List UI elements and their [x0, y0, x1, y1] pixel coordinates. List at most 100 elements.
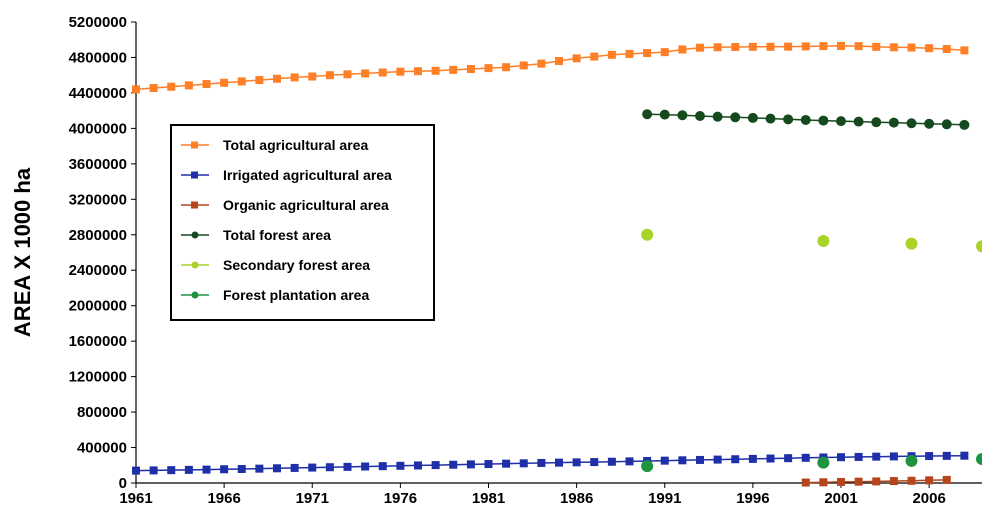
data-point — [149, 84, 158, 93]
legend-label: Total agricultural area — [223, 137, 368, 153]
series-5 — [641, 453, 982, 473]
data-point — [678, 456, 687, 465]
legend-marker — [191, 171, 198, 179]
data-point — [308, 463, 317, 472]
data-point — [872, 452, 881, 461]
data-point — [817, 234, 830, 247]
data-point — [905, 237, 918, 250]
data-point — [925, 452, 934, 461]
data-point — [202, 80, 211, 89]
x-tick-label: 2001 — [824, 490, 857, 506]
data-point — [801, 42, 810, 51]
data-point — [871, 117, 882, 128]
data-point — [907, 476, 916, 485]
data-point — [783, 114, 794, 125]
data-point — [572, 458, 581, 467]
y-ticks: 0400000800000120000016000002000000240000… — [69, 14, 136, 492]
data-point — [660, 456, 669, 465]
data-point — [220, 78, 229, 87]
legend-item: Secondary forest area — [181, 257, 370, 273]
data-point — [889, 452, 898, 461]
data-point — [343, 70, 352, 79]
y-tick-label: 3200000 — [69, 191, 127, 208]
data-point — [572, 54, 581, 63]
legend-marker — [191, 291, 199, 299]
x-tick-label: 1961 — [119, 490, 152, 506]
data-point — [766, 42, 775, 51]
x-tick-label: 1976 — [384, 490, 417, 506]
data-point — [590, 52, 599, 61]
x-tick-label: 1996 — [736, 490, 769, 506]
legend-item: Irrigated agricultural area — [181, 167, 392, 183]
data-point — [431, 66, 440, 75]
x-tick-label: 1981 — [472, 490, 505, 506]
data-point — [854, 477, 863, 486]
data-point — [818, 115, 829, 126]
data-point — [484, 64, 493, 73]
data-point — [747, 112, 758, 123]
data-point — [149, 466, 158, 475]
y-tick-label: 4000000 — [69, 120, 127, 137]
data-point — [765, 113, 776, 124]
data-point — [308, 72, 317, 81]
legend-marker — [191, 231, 199, 239]
y-tick-label: 2000000 — [69, 298, 127, 315]
data-point — [537, 458, 546, 467]
data-point — [431, 461, 440, 470]
data-point — [819, 478, 828, 487]
data-point — [730, 112, 741, 123]
data-point — [677, 110, 688, 121]
y-tick-label: 1200000 — [69, 369, 127, 386]
data-point — [748, 42, 757, 51]
data-point — [641, 228, 654, 241]
data-point — [695, 110, 705, 121]
data-point — [784, 454, 793, 463]
data-point — [905, 454, 918, 467]
data-point — [273, 464, 281, 473]
data-point — [925, 44, 934, 53]
data-point — [659, 109, 670, 120]
data-point — [202, 465, 211, 474]
data-point — [396, 461, 405, 470]
data-point — [237, 464, 246, 473]
data-point — [378, 462, 387, 471]
data-point — [731, 43, 740, 52]
y-tick-label: 800000 — [77, 404, 127, 421]
data-point — [641, 460, 654, 473]
data-point — [607, 457, 616, 466]
data-point — [924, 118, 935, 129]
data-point — [625, 49, 634, 58]
data-point — [801, 453, 810, 462]
data-point — [942, 45, 951, 54]
data-point — [414, 461, 422, 470]
data-point — [325, 463, 334, 472]
data-point — [449, 460, 458, 469]
data-point — [378, 68, 387, 77]
data-point — [343, 462, 352, 471]
data-point — [590, 458, 599, 467]
y-tick-label: 1600000 — [69, 333, 127, 350]
data-point — [519, 459, 528, 468]
data-point — [255, 76, 264, 85]
data-point — [502, 459, 511, 468]
x-tick-label: 1966 — [207, 490, 240, 506]
data-point — [361, 462, 370, 471]
data-point — [290, 463, 299, 472]
data-point — [696, 43, 704, 52]
data-point — [184, 81, 193, 90]
legend-label: Secondary forest area — [223, 257, 370, 273]
y-tick-label: 3600000 — [69, 156, 127, 173]
data-point — [800, 114, 811, 125]
legend-marker — [191, 261, 199, 269]
legend-label: Total forest area — [223, 227, 331, 243]
y-tick-label: 4400000 — [69, 85, 127, 102]
data-point — [167, 466, 176, 475]
data-point — [502, 63, 511, 72]
data-point — [872, 477, 881, 486]
series-3 — [642, 109, 970, 130]
series-layer — [132, 41, 982, 487]
y-tick-label: 2800000 — [69, 227, 127, 244]
data-point — [696, 455, 704, 464]
data-point — [837, 453, 845, 462]
